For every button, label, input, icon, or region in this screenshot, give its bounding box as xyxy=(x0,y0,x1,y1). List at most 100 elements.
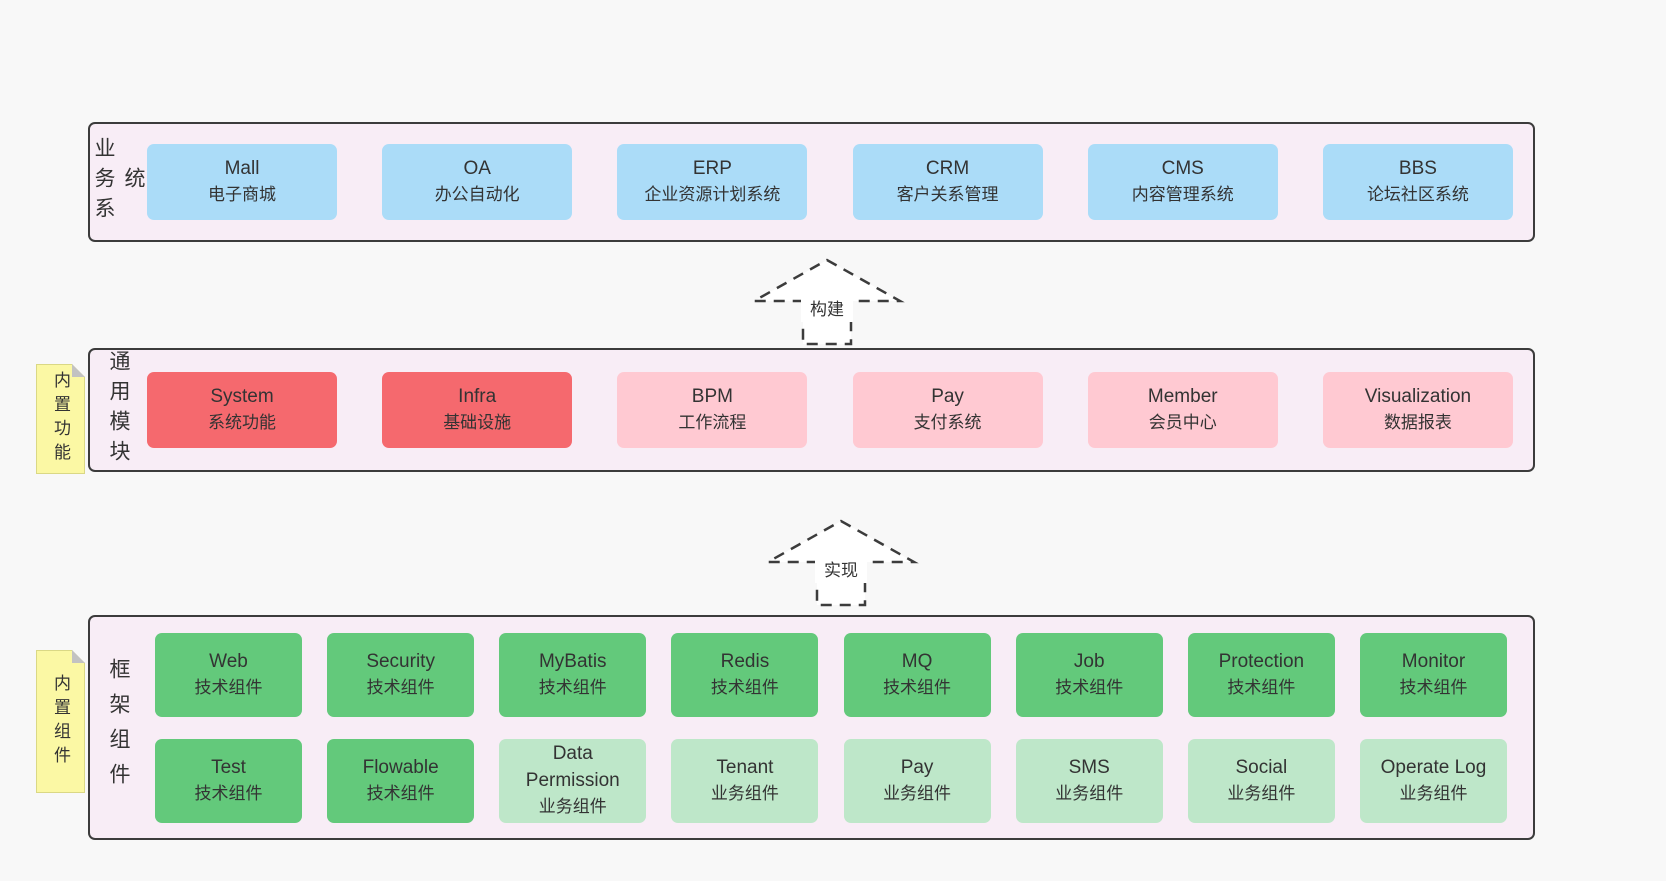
box-subtitle: 支付系统 xyxy=(913,413,982,433)
box-name: Mall xyxy=(224,158,260,180)
box-subtitle: 论坛社区系统 xyxy=(1366,185,1469,205)
box-name: Protection xyxy=(1218,650,1305,672)
box-subtitle: 技术组件 xyxy=(366,677,435,697)
box-subtitle: 系统功能 xyxy=(208,413,276,433)
sticky-note-builtin-features-label: 内置功能 xyxy=(51,371,70,467)
build-arrow: 构建 xyxy=(749,258,905,346)
diagram-box-job: Job 技术组件 xyxy=(1015,632,1163,717)
box-subtitle: 数据报表 xyxy=(1383,413,1452,433)
diagram-box-social: Social 业务组件 xyxy=(1187,738,1335,823)
common-modules-boxes: System 系统功能 Infra 基础设施 BPM 工作流程 Pay 支付系统 Member 会… xyxy=(146,350,1533,470)
box-name: BPM xyxy=(691,386,733,408)
diagram-box-security: Security 技术组件 xyxy=(327,632,475,717)
sticky-note-builtin-features: 内置功能 xyxy=(36,364,85,474)
box-subtitle: 工作流程 xyxy=(678,413,747,433)
box-name: Redis xyxy=(720,650,770,672)
box-subtitle: 业务组件 xyxy=(1399,783,1468,803)
diagram-box-redis: Redis 技术组件 xyxy=(671,632,819,717)
box-subtitle: 客户关系管理 xyxy=(896,185,999,205)
box-name: Test xyxy=(211,756,246,778)
diagram-box-operate-log: Operate Log 业务组件 xyxy=(1359,738,1507,823)
box-subtitle: 技术组件 xyxy=(883,677,952,697)
note-fold-icon xyxy=(72,650,85,663)
box-name: Security xyxy=(366,650,435,672)
sticky-note-builtin-components-label: 内置组件 xyxy=(51,673,70,770)
box-name: SMS xyxy=(1068,756,1110,778)
box-name: CRM xyxy=(925,158,970,180)
diagram-box-web: Web 技术组件 xyxy=(155,632,302,717)
build-arrow-label: 构建 xyxy=(810,300,844,319)
box-name: Member xyxy=(1147,386,1218,408)
box-subtitle: 技术组件 xyxy=(710,677,779,697)
box-name: Flowable xyxy=(362,756,439,778)
box-name: Tenant xyxy=(716,756,774,778)
box-subtitle: 业务组件 xyxy=(1055,783,1124,803)
implement-arrow: 实现 xyxy=(763,519,919,607)
box-subtitle: 技术组件 xyxy=(1055,677,1124,697)
diagram-box-pay: Pay 支付系统 xyxy=(852,372,1043,448)
diagram-box-crm: CRM 客户关系管理 xyxy=(852,144,1043,220)
box-name: Pay xyxy=(931,386,964,408)
box-name: System xyxy=(210,386,274,408)
box-subtitle: 技术组件 xyxy=(538,677,607,697)
diagram-box-mybatis: MyBatis 技术组件 xyxy=(499,632,647,717)
common-modules-panel: 通用模块 System 系统功能 Infra 基础设施 BPM 工作流程 Pay 支付系统 Me… xyxy=(88,348,1535,472)
panel-title-common-modules: 通用模块 xyxy=(107,350,130,470)
box-name: Operate Log xyxy=(1380,756,1487,778)
box-name: Monitor xyxy=(1401,650,1466,672)
box-name: CMS xyxy=(1161,158,1204,180)
diagram-box-monitor: Monitor 技术组件 xyxy=(1359,632,1507,717)
box-subtitle: 业务组件 xyxy=(538,797,607,817)
diagram-box-infra: Infra 基础设施 xyxy=(382,372,573,448)
box-subtitle: 企业资源计划系统 xyxy=(644,185,781,205)
box-name: Job xyxy=(1073,650,1105,672)
box-name: ERP xyxy=(692,158,732,180)
box-name: Web xyxy=(209,650,248,672)
build-arrow-label-bg xyxy=(801,297,853,322)
box-subtitle: 基础设施 xyxy=(443,413,512,433)
note-fold-icon xyxy=(72,364,85,377)
diagram-box-system: System 系统功能 xyxy=(147,372,337,448)
box-subtitle: 电子商城 xyxy=(208,185,276,205)
diagram-box-cms: CMS 内容管理系统 xyxy=(1087,144,1278,220)
box-subtitle: 业务组件 xyxy=(1227,783,1296,803)
diagram-box-erp: ERP 企业资源计划系统 xyxy=(617,144,808,220)
box-subtitle: 技术组件 xyxy=(366,783,435,803)
box-subtitle: 会员中心 xyxy=(1148,413,1217,433)
sticky-note-builtin-components: 内置组件 xyxy=(36,650,85,793)
panel-title-business-systems: 业务系统 xyxy=(92,137,145,227)
diagram-box-bbs: BBS 论坛社区系统 xyxy=(1322,144,1513,220)
diagram-box-tenant: Tenant 业务组件 xyxy=(671,738,819,823)
diagram-box-bpm: BPM 工作流程 xyxy=(617,372,808,448)
box-subtitle: 业务组件 xyxy=(710,783,779,803)
diagram-box-sms: SMS 业务组件 xyxy=(1015,738,1163,823)
box-name: MyBatis xyxy=(538,650,607,672)
box-name: Infra xyxy=(458,386,497,408)
box-subtitle: 技术组件 xyxy=(194,783,263,803)
implement-arrow-label: 实现 xyxy=(824,561,858,580)
implement-arrow-label-bg xyxy=(815,558,867,583)
box-name: Social xyxy=(1235,756,1288,778)
box-name: OA xyxy=(463,158,491,180)
box-name: Pay xyxy=(900,756,934,778)
box-subtitle: 技术组件 xyxy=(1227,677,1296,697)
diagram-box-mall: Mall 电子商城 xyxy=(147,144,337,220)
diagram-box-member: Member 会员中心 xyxy=(1087,372,1278,448)
box-subtitle: 业务组件 xyxy=(883,783,952,803)
box-subtitle: 内容管理系统 xyxy=(1131,185,1234,205)
box-subtitle: 技术组件 xyxy=(194,677,263,697)
diagram-box-pay: Pay 业务组件 xyxy=(843,738,991,823)
box-subtitle: 技术组件 xyxy=(1399,677,1468,697)
box-name: BBS xyxy=(1398,158,1437,180)
diagram-box-flowable: Flowable 技术组件 xyxy=(327,738,475,823)
